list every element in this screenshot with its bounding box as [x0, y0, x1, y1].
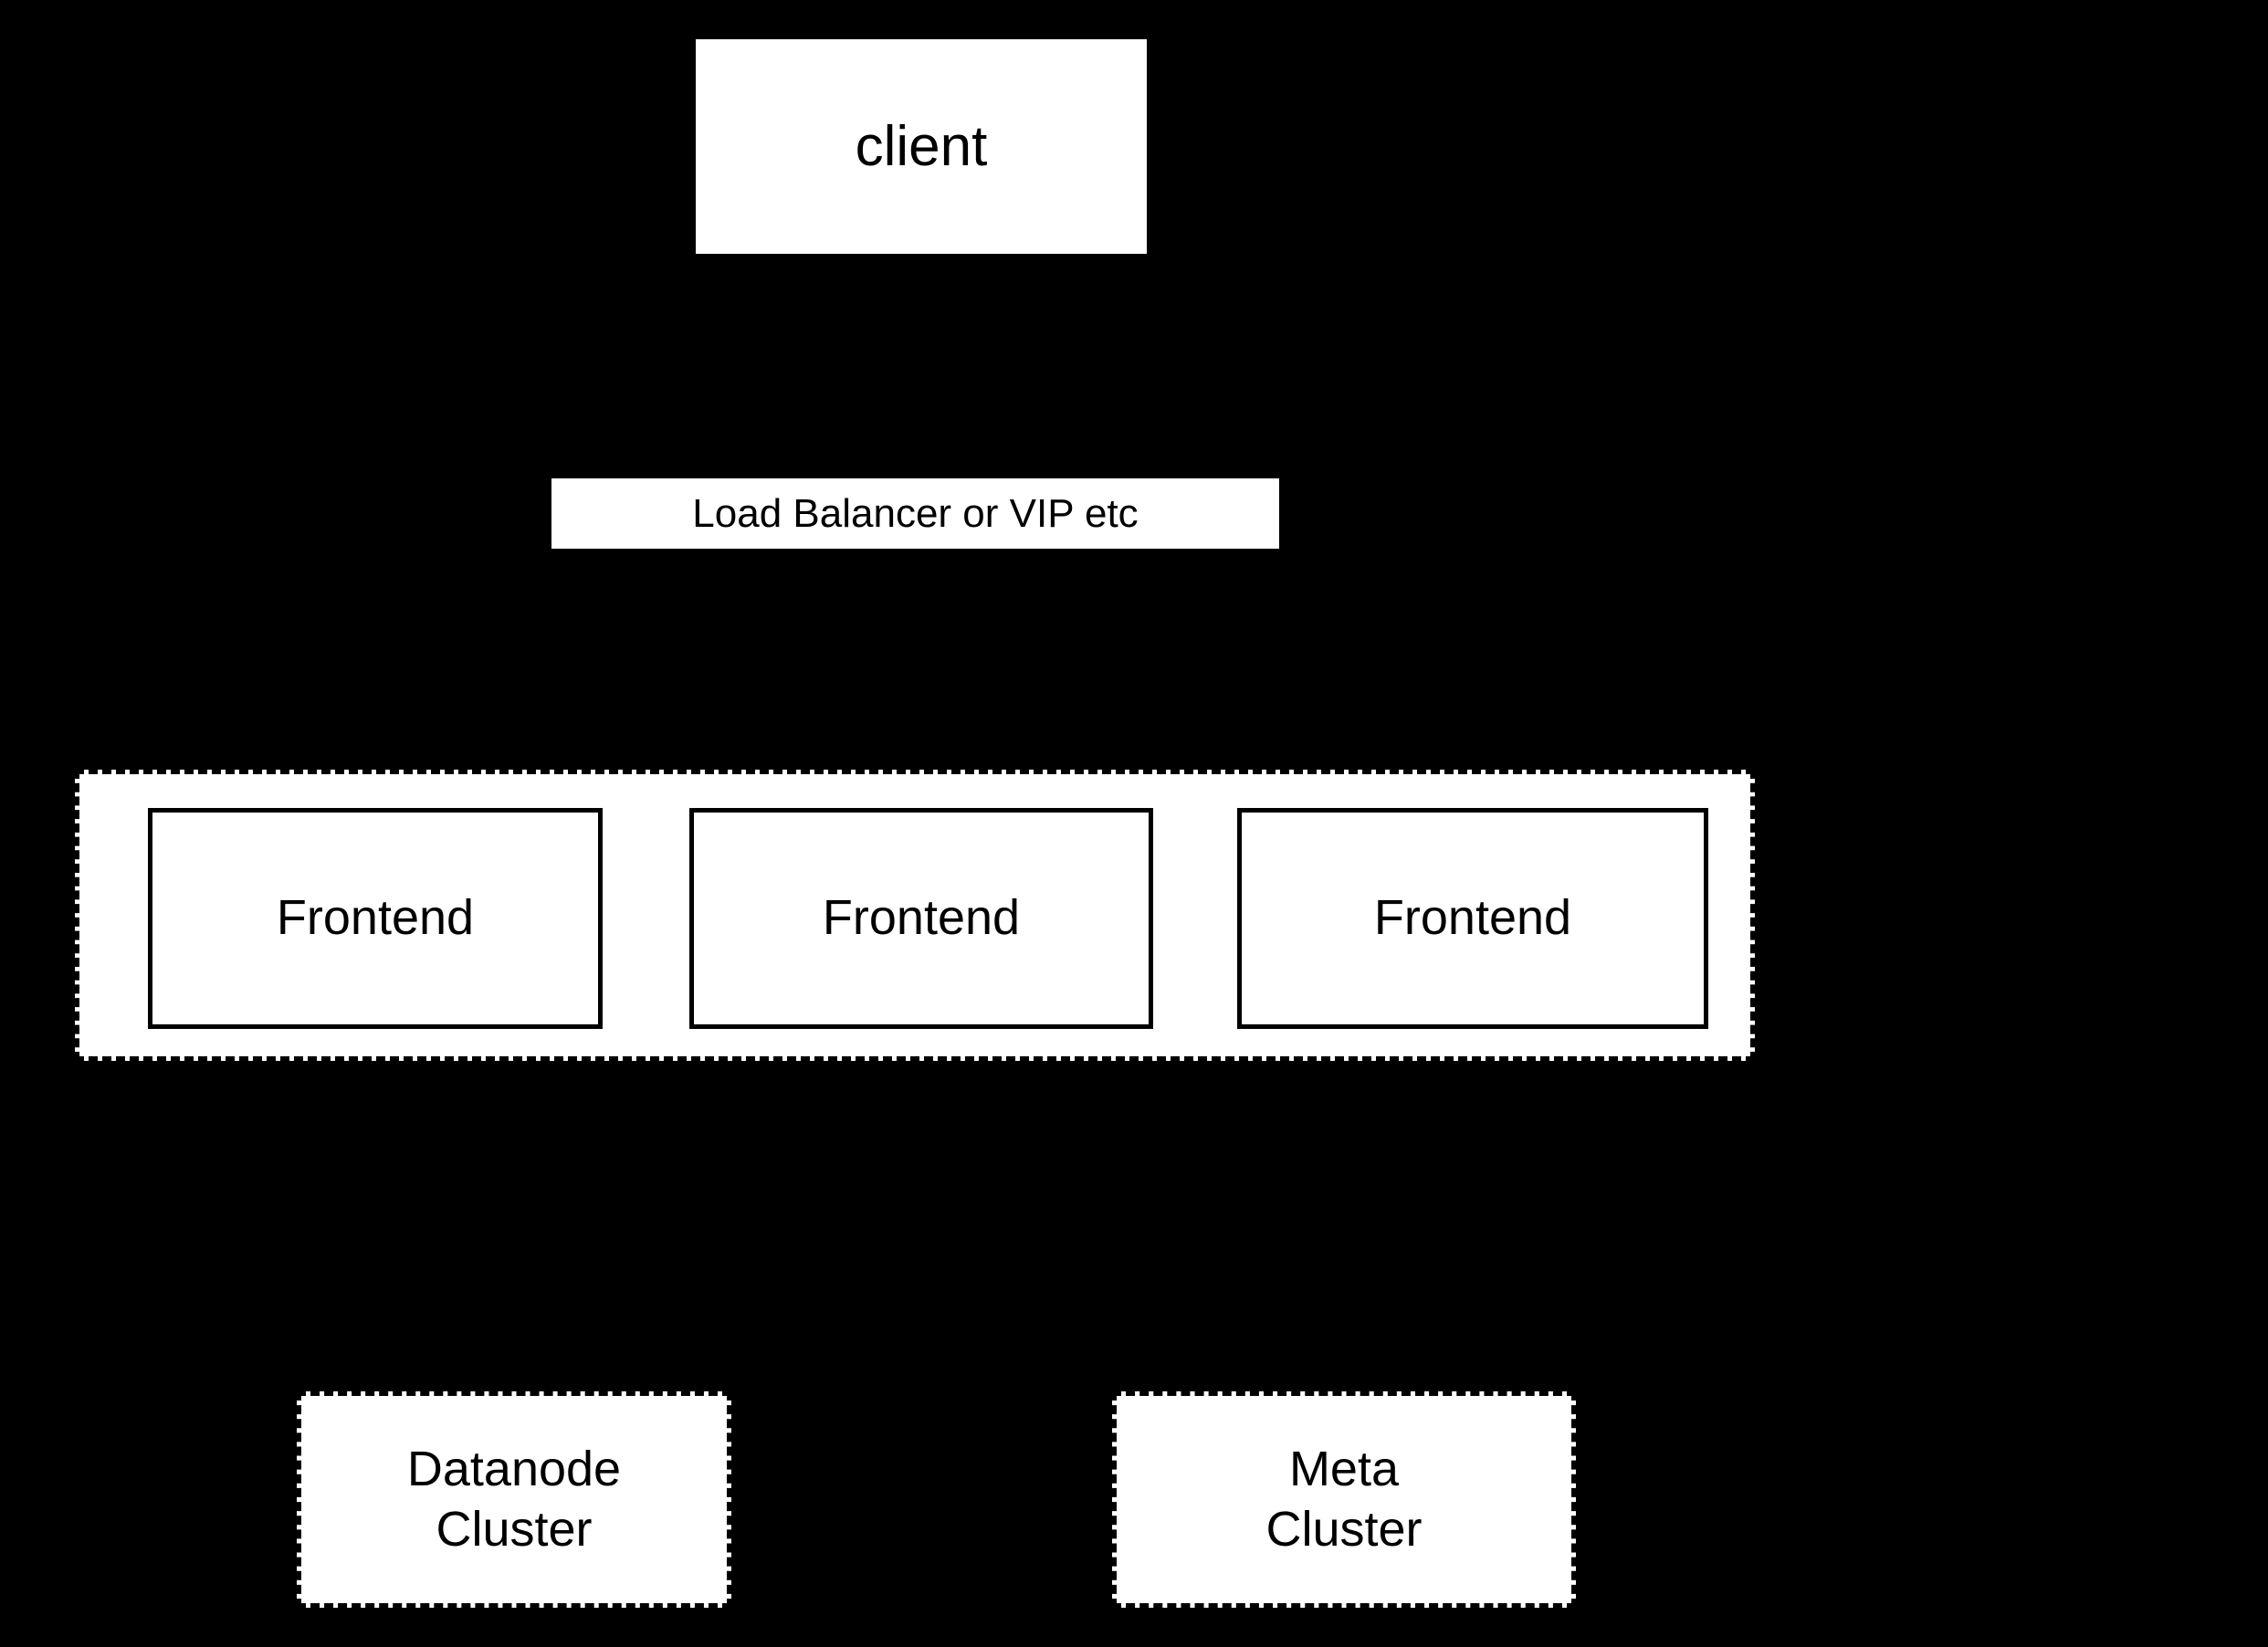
node-meta-cluster: Meta Cluster [1112, 1391, 1576, 1608]
group-frontend-cluster: Frontend Frontend Frontend [75, 770, 1755, 1061]
node-client: client [696, 39, 1147, 254]
node-frontend-3-label: Frontend [1373, 890, 1572, 946]
node-datanode-cluster: Datanode Cluster [297, 1391, 731, 1608]
node-load-balancer-label: Load Balancer or VIP etc [692, 490, 1139, 536]
node-frontend-1: Frontend [148, 808, 603, 1029]
node-datanode-cluster-label: Datanode Cluster [406, 1441, 622, 1557]
node-client-label: client [855, 114, 988, 178]
node-frontend-2: Frontend [689, 808, 1153, 1029]
node-load-balancer: Load Balancer or VIP etc [551, 478, 1279, 549]
node-frontend-1-label: Frontend [276, 890, 475, 946]
node-frontend-3: Frontend [1237, 808, 1708, 1029]
node-frontend-2-label: Frontend [822, 890, 1021, 946]
node-meta-cluster-label: Meta Cluster [1265, 1441, 1423, 1557]
